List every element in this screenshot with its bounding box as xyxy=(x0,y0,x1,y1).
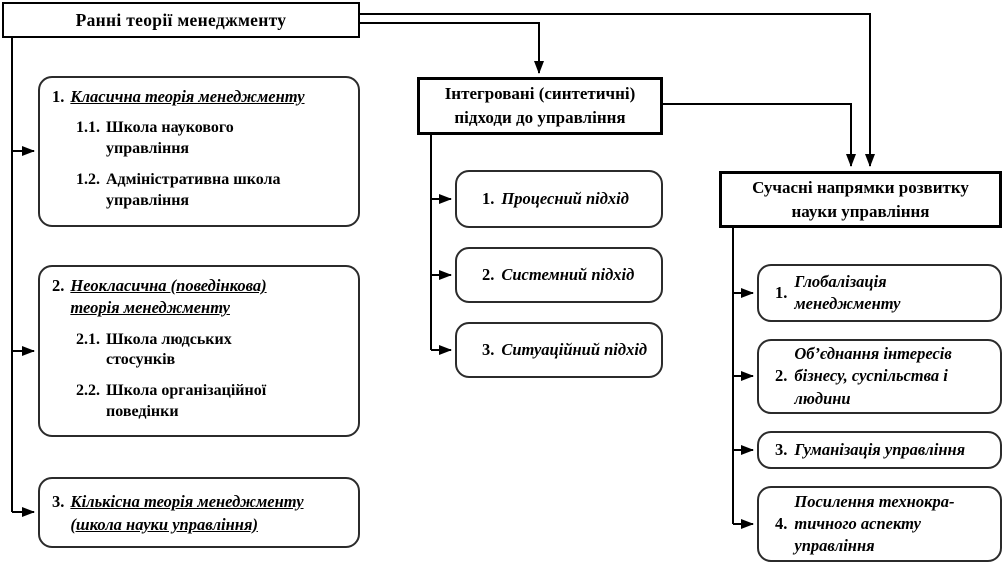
theory-title: Класична теорія менеджменту xyxy=(70,87,305,106)
theory-box-quantitative: 3. Кількісна теорія менеджменту (школа н… xyxy=(38,477,360,548)
item-number: 3. xyxy=(482,339,495,359)
theory-box-classical: 1. Класична теорія менеджменту 1.1. Школ… xyxy=(38,76,360,227)
header-box-modern-directions: Сучасні напрямки розвитку науки управлін… xyxy=(719,171,1002,228)
theory-number: 1. xyxy=(52,87,65,106)
root-box-early-theories: Ранні теорії менеджменту xyxy=(2,2,360,38)
theory-title-row: 1. Класична теорія менеджменту xyxy=(52,86,352,108)
approach-box-system: 2. Системний підхід xyxy=(455,247,663,303)
header-box-integrated-approaches: Інтегровані (синтетичні) підходи до упра… xyxy=(417,77,663,135)
theory-title-row: 2. Неокласична (поведінкова) теорія мене… xyxy=(52,275,352,320)
arrow-root-to-integrated xyxy=(360,22,544,74)
subitem-number: 1.1. xyxy=(76,119,100,137)
approach-box-situational: 3. Ситуаційний підхід xyxy=(455,322,663,378)
integrated-header-text: Інтегровані (синтетичні) підходи до упра… xyxy=(444,84,636,127)
approach-box-process: 1. Процесний підхід xyxy=(455,170,663,228)
theory-subitem: 2.2. Школа організаційної поведінки xyxy=(76,381,352,423)
subitem-text: Адміністративна школа управління xyxy=(106,170,281,209)
theory-subitem: 1.1. Школа наукового управління xyxy=(76,118,352,160)
subitem-number: 2.1. xyxy=(76,330,100,348)
item-number: 1. xyxy=(482,188,495,208)
arrow-root-to-modern xyxy=(360,13,875,167)
item-number: 3. xyxy=(775,439,788,459)
theory-subitem: 2.1. Школа людських стосунків xyxy=(76,330,352,372)
theory-box-neoclassical: 2. Неокласична (поведінкова) теорія мене… xyxy=(38,265,360,437)
arrow-integrated-to-modern xyxy=(663,103,856,167)
modern-header-text: Сучасні напрямки розвитку науки управлін… xyxy=(752,177,969,221)
theory-number: 2. xyxy=(52,276,65,295)
theory-title-row: 3. Кількісна теорія менеджменту (школа н… xyxy=(52,491,352,536)
item-text: Системний підхід xyxy=(501,264,635,284)
subitem-number: 1.2. xyxy=(76,170,100,188)
item-text: Глобалізація менеджменту xyxy=(794,271,901,313)
subitem-number: 2.2. xyxy=(76,382,100,400)
subitem-text: Школа людських стосунків xyxy=(106,330,232,369)
theory-subitem: 1.2. Адміністративна школа управління xyxy=(76,170,352,212)
item-number: 1. xyxy=(775,282,788,302)
root-box-title: Ранні теорії менеджменту xyxy=(75,9,287,30)
subitem-text: Школа організаційної поведінки xyxy=(106,382,267,420)
item-text: Гуманізація управління xyxy=(794,439,966,459)
subitem-text: Школа наукового управління xyxy=(106,119,234,158)
item-number: 2. xyxy=(482,264,495,284)
item-text: Об’єднання інтересів бізнесу, суспільств… xyxy=(794,344,952,408)
direction-box-technocratic: 4. Посилення технокра- тичного аспекту у… xyxy=(757,486,1002,562)
direction-box-humanization: 3. Гуманізація управління xyxy=(757,431,1002,469)
item-text: Посилення технокра- тичного аспекту упра… xyxy=(794,491,955,556)
direction-box-interests-union: 2. Об’єднання інтересів бізнесу, суспіль… xyxy=(757,339,1002,414)
item-number: 4. xyxy=(775,513,788,533)
direction-box-globalization: 1. Глобалізація менеджменту xyxy=(757,264,1002,322)
item-text: Ситуаційний підхід xyxy=(501,339,648,359)
theory-number: 3. xyxy=(52,492,65,512)
theory-title: Кількісна теорія менеджменту (школа наук… xyxy=(70,492,304,534)
item-text: Процесний підхід xyxy=(501,188,629,208)
theory-title: Неокласична (поведінкова) теорія менеджм… xyxy=(70,276,267,318)
item-number: 2. xyxy=(775,366,788,386)
